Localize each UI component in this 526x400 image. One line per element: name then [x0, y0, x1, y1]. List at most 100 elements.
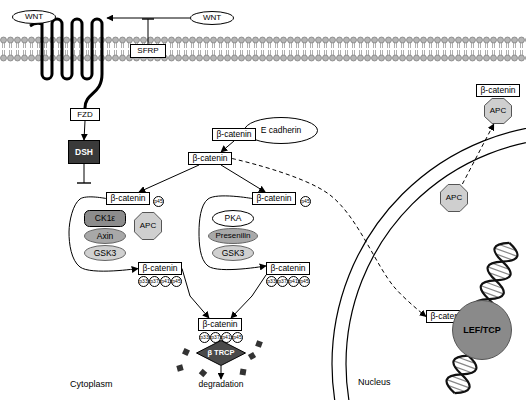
kinase-ellipse-fill — [213, 211, 254, 227]
nuclear-envelope — [332, 124, 526, 400]
transport-arrow — [232, 159, 426, 317]
phosphate-label: p33 — [139, 279, 147, 284]
phosphate-label: p45 — [301, 199, 309, 204]
node-label: WNT — [203, 14, 221, 22]
node-label: CK1ε — [95, 214, 115, 223]
node-label: β TRCP — [207, 349, 234, 357]
phosphate-circle-fill — [289, 277, 299, 287]
node-label: PKA — [224, 214, 241, 223]
apc-octagon: APC — [134, 212, 162, 240]
node-label: Presenilin — [215, 232, 250, 240]
node-label: APC — [446, 194, 462, 202]
phosphate-circle-fill — [300, 277, 310, 287]
dna-strand — [443, 239, 520, 398]
signal-arrow — [221, 141, 234, 152]
receptor-box: FZD — [70, 108, 100, 121]
phosphate-circle: p41 — [288, 276, 299, 287]
protein-box: β-catenin — [106, 192, 150, 205]
dna-strand — [443, 239, 520, 398]
node-label: β-catenin — [256, 194, 291, 203]
phosphate-label: p45 — [233, 335, 241, 340]
inhibition-bar — [142, 18, 154, 19]
protein-box: DSH — [68, 140, 100, 164]
phosphate-circle-fill — [267, 277, 277, 287]
kinase-box: CK1ε — [84, 210, 126, 227]
dna-helix — [443, 239, 520, 398]
receptor-helices — [30, 19, 102, 108]
node-label: β-catenin — [110, 194, 145, 203]
phosphate-circle-fill — [150, 277, 160, 287]
transcription-factor-circle-fill — [453, 301, 512, 360]
nuclear-envelope — [346, 138, 526, 400]
phosphate-label: p45 — [172, 279, 180, 284]
apc-octagon-fill — [485, 99, 512, 124]
kinase-ellipse: GSK3 — [84, 245, 126, 261]
binding-arrow — [107, 18, 190, 19]
phosphate-circle: p45 — [300, 196, 311, 207]
signal-arrow — [139, 165, 199, 192]
transport-arrow — [462, 124, 493, 184]
fragment-square — [248, 352, 256, 360]
node-label: β-catenin — [270, 264, 305, 273]
phosphate-circle: p45 — [232, 332, 243, 343]
node-label: GSK3 — [94, 249, 117, 258]
node-label: DSH — [75, 148, 93, 157]
protein-box: β-catenin — [212, 128, 256, 141]
signal-arrow — [199, 196, 266, 270]
node-label: FZD — [77, 111, 93, 119]
protein-box: β-catenin — [188, 152, 232, 165]
phosphate-circle: p45 — [299, 276, 310, 287]
phosphate-circle: p33 — [199, 332, 210, 343]
phosphate-label: p41 — [222, 335, 230, 340]
phosphate-circle: p45 — [153, 196, 164, 207]
phosphate-circle: p41 — [160, 276, 171, 287]
scaffold-ellipse-fill — [85, 229, 126, 244]
node-label: GSK3 — [222, 249, 245, 258]
node-label: Axin — [97, 232, 114, 241]
phosphate-label: p33 — [200, 335, 208, 340]
ligand-ellipse-fill — [191, 12, 234, 25]
phosphate-circle-fill — [161, 277, 171, 287]
inhibition-line — [148, 19, 149, 44]
inhibition-bar — [77, 182, 91, 183]
ligand-ellipse: WNT — [12, 10, 56, 24]
phosphate-label: p41 — [161, 279, 169, 284]
fragment-square — [176, 364, 183, 371]
node-label: APC — [490, 107, 506, 115]
ligase-diamond-fill — [197, 341, 246, 366]
region-label: Nucleus — [358, 378, 391, 387]
phosphate-label: p33 — [267, 279, 275, 284]
ligand-ellipse-fill — [13, 11, 56, 24]
phosphate-circle-fill — [233, 333, 243, 343]
signal-arrow — [182, 269, 209, 319]
signal-arrow — [69, 197, 138, 271]
phosphate-circle: p37 — [277, 276, 288, 287]
fragment-square — [240, 369, 247, 376]
node-label: E cadherin — [261, 126, 302, 135]
kinase-ellipse: PKA — [212, 210, 254, 227]
node-label: WNT — [25, 13, 43, 21]
ligase-diamond: β TRCP — [196, 340, 246, 366]
phosphate-circle-fill — [200, 333, 210, 343]
signal-arrow — [221, 165, 265, 192]
signal-arrow — [84, 121, 85, 140]
phosphate-circle: p45 — [171, 276, 182, 287]
protein-box: β-catenin — [266, 262, 310, 275]
scaffold-ellipse: Presenilin — [208, 228, 258, 244]
protein-box: β-catenin — [198, 318, 242, 331]
phosphate-label: p37 — [150, 279, 158, 284]
phosphate-circle-fill — [301, 197, 311, 207]
cell-membrane — [0, 36, 526, 62]
fragment-square — [255, 340, 263, 348]
kinase-ellipse-fill — [85, 246, 126, 261]
apc-octagon-fill — [441, 185, 468, 212]
process-label: degradation — [196, 380, 246, 389]
node-label: SFRP — [137, 47, 158, 55]
degradation-arrow — [221, 366, 222, 379]
phosphate-circle-fill — [139, 277, 149, 287]
phosphate-label: p45 — [154, 199, 162, 204]
phosphate-circle-fill — [154, 197, 164, 207]
phosphate-label: p37 — [278, 279, 286, 284]
